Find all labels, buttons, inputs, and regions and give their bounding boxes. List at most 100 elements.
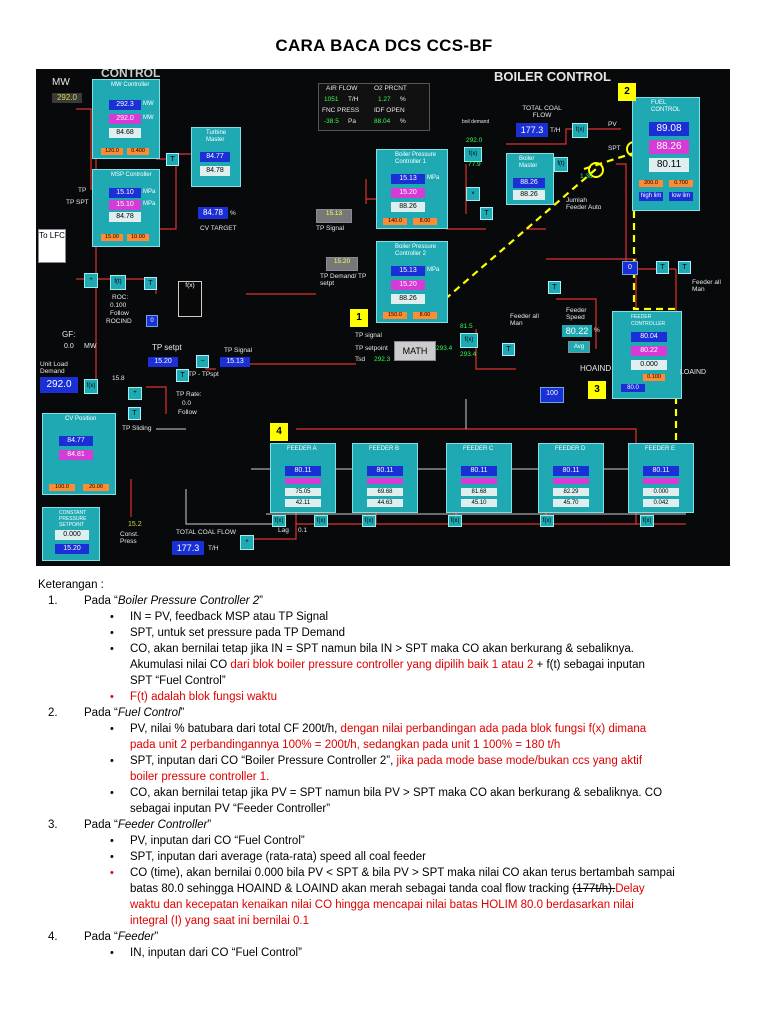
bullet: • xyxy=(110,611,114,623)
feeder-e-spt xyxy=(643,478,679,484)
air-flow-value: 1051 xyxy=(324,96,339,103)
feeder-a-pv: 80.11 xyxy=(285,466,321,476)
ft-fuel: f(t) xyxy=(554,157,568,172)
o2-unit: % xyxy=(400,96,406,103)
item-2-bullet-1b: pada unit 2 perbandingannya 100% = 200t/… xyxy=(130,739,561,751)
o2-label: O2 PRCNT xyxy=(374,85,407,92)
item-2-number: 2. xyxy=(48,707,58,719)
feeder-speed-label: Feeder Speed xyxy=(566,307,587,321)
bpc1-left: 140.0 xyxy=(383,218,407,225)
mw-controller-right: 0.400 xyxy=(127,148,149,155)
tp-signal-label: TP Signal xyxy=(224,347,253,354)
t-switch-feeder-speed[interactable]: T xyxy=(548,281,561,294)
t-switch-bm[interactable]: T xyxy=(480,207,493,220)
boiler-master-block[interactable]: Boiler Master 88.26 88.26 xyxy=(506,153,554,205)
mw-controller-pv: 292.3 xyxy=(109,100,141,110)
mw-label: MW xyxy=(52,77,70,88)
feeder-controller-co: 0.000 xyxy=(631,360,667,370)
t-switch-sliding[interactable]: T xyxy=(128,407,141,420)
feeder-all-man-left: Feeder all Man xyxy=(510,313,539,327)
t-switch-fc[interactable]: T xyxy=(656,261,669,274)
feeder-count-zero[interactable]: 0 xyxy=(622,261,638,275)
cv-position-block[interactable]: CV Position 84.77 84.81 100.0 20.00 xyxy=(42,413,116,495)
unit-load-label: Unit Load Demand xyxy=(40,361,68,375)
to-lfc-button[interactable]: To LFC xyxy=(38,229,66,263)
turbine-master-v1: 84.77 xyxy=(200,152,230,162)
feeder-controller-name: FEEDER CONTROLLER xyxy=(631,314,666,327)
feeder-a-v2: 75.05 xyxy=(285,488,321,496)
roc-label: ROC: xyxy=(112,294,129,301)
boiler-demand-v1: 292.0 xyxy=(466,137,483,144)
o2-value: 1.27 xyxy=(378,96,391,103)
bullet: • xyxy=(110,947,114,959)
turbine-master-name: Turbine Master xyxy=(206,130,227,143)
tp-label: TP xyxy=(78,187,87,194)
tp-rate-value: 0.0 xyxy=(182,400,192,407)
item-2-bullet-3b: sebagai inputan PV “Feeder Controller” xyxy=(130,803,331,815)
fuel-control-block[interactable]: FUEL CONTROL 89.08 88.26 80.11 200.0 0.7… xyxy=(632,97,700,211)
marker-1: 1 xyxy=(350,309,368,327)
value-15-8: 15.8 xyxy=(112,375,125,382)
cv-target-unit: % xyxy=(230,210,236,217)
constant-pressure-setpoint-block[interactable]: CONSTANT PRESSURE SETPOINT 0.000 15.20 xyxy=(42,507,100,561)
tp-signal-value: 15.13 xyxy=(220,357,250,367)
avg-block: Avg xyxy=(568,341,590,353)
total-coal-flow-top-label: TOTAL COAL FLOW xyxy=(522,105,562,119)
boiler-pressure-controller-1[interactable]: Boiler Pressure Controller 1 15.13 15.20… xyxy=(376,149,448,229)
feeder-b-name: FEEDER B xyxy=(369,446,400,452)
header-boiler-control: BOILER CONTROL xyxy=(494,69,611,84)
turbine-master-v2: 84.78 xyxy=(200,166,230,176)
t-switch[interactable]: T xyxy=(166,153,179,166)
item-1-bullet-1: IN = PV, feedback MSP atau TP Signal xyxy=(130,611,329,623)
turbine-master-block[interactable]: Turbine Master 84.77 84.78 xyxy=(191,127,241,187)
msp-left: 15.00 xyxy=(101,234,123,241)
feeder-c-block[interactable]: FEEDER C 80.11 81.68 45.10 xyxy=(446,443,512,513)
feeder-controller-block[interactable]: FEEDER CONTROLLER 80.04 80.22 0.000 0.10… xyxy=(612,311,682,399)
lag-value: 0.1 xyxy=(298,527,308,534)
tp-rate-label: TP Rate: xyxy=(176,391,202,398)
fnc-press-value: -38.5 xyxy=(324,118,339,125)
roc-value: 0.100 xyxy=(110,302,127,309)
sum-node: + xyxy=(84,273,98,288)
t-switch-tpsetpt[interactable]: T xyxy=(176,369,189,382)
keterangan-heading: Keterangan : xyxy=(38,579,104,591)
item-3-bullet-3a: CO (time), akan bernilai 0.000 bila PV <… xyxy=(130,867,675,879)
b2-2-black: SPT, inputan dari CO “Boiler Pressure Co… xyxy=(130,755,397,767)
fuel-control-low-lim: low lim xyxy=(669,192,693,201)
feeder-a-block[interactable]: FEEDER A 80.11 75.05 42.11 xyxy=(270,443,336,513)
t-switch-math[interactable]: T xyxy=(502,343,515,356)
feeder-e-block[interactable]: FEEDER E 80.11 0.000 0.042 xyxy=(628,443,694,513)
bpc2-left: 150.0 xyxy=(383,312,407,319)
feeder-d-block[interactable]: FEEDER D 80.11 82.29 45.70 xyxy=(538,443,604,513)
msp-controller-spt: 15.10 xyxy=(109,200,141,210)
total-coal-flow-bottom-label: TOTAL COAL FLOW xyxy=(176,529,236,536)
b1-3b-black2: + f(t) sebagai inputan xyxy=(533,659,645,671)
feeder-c-v2: 81.68 xyxy=(461,488,497,496)
fx-feeder-a: f(x) xyxy=(272,515,286,527)
item-1-prefix: Pada “ xyxy=(84,595,118,607)
mw-controller-name: MW Controller xyxy=(111,82,150,88)
tp-demand-box: 15.20 xyxy=(326,257,358,271)
f-x-uld: f(x) xyxy=(84,379,98,394)
t-switch-fc2[interactable]: T xyxy=(678,261,691,274)
fuel-control-right: 0.700 xyxy=(669,180,693,187)
bpc2-pv: 15.13 xyxy=(391,266,425,276)
fuel-control-spt: 88.26 xyxy=(649,140,689,154)
fx-block-v1: 81.5 xyxy=(460,323,473,330)
total-coal-flow-bottom-unit: T/H xyxy=(208,545,219,552)
mw-controller-block[interactable]: MW Controller 292.3 292.0 84.68 MW MW 12… xyxy=(92,79,160,159)
item-1-bullet-4: F(t) adalah blok fungsi waktu xyxy=(130,691,278,703)
feeder-d-v3: 45.70 xyxy=(553,499,589,507)
value-100-box[interactable]: 100 xyxy=(540,387,564,403)
msp-unit2: MPa xyxy=(143,201,156,207)
b2-2-red: jika pada mode base mode/bukan ccs yang … xyxy=(396,755,643,767)
const-pressure-v2: 15.20 xyxy=(55,544,89,554)
msp-controller-block[interactable]: MSP Controller 15.10 15.10 84.78 MPa MPa… xyxy=(92,169,160,247)
boiler-pressure-controller-2[interactable]: Boiler Pressure Controller 2 15.13 15.20… xyxy=(376,241,448,323)
tp-diff-label: TP - TPspt xyxy=(188,371,219,378)
idf-open-unit: % xyxy=(400,118,406,125)
t-switch-roc[interactable]: T xyxy=(144,277,157,290)
item-4-number: 4. xyxy=(48,931,58,943)
zero-box[interactable]: 0 xyxy=(146,315,158,327)
feeder-b-block[interactable]: FEEDER B 80.11 69.68 44.63 xyxy=(352,443,418,513)
